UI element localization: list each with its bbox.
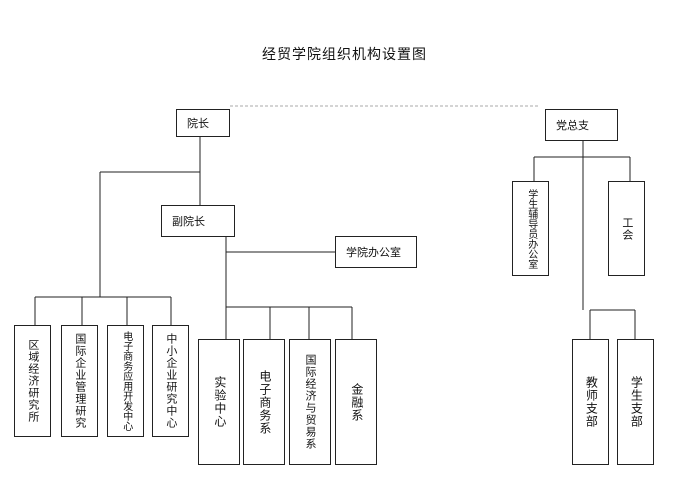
branch-box-teacher: 教师支部 (572, 339, 609, 465)
department-box-2: 电子商务系 (243, 339, 285, 465)
institute-box-1: 区域经济研究所 (14, 325, 51, 437)
college-office-box: 学院办公室 (335, 236, 417, 268)
institute-label: 区域经济研究所 (26, 339, 40, 423)
institute-label: 国际企业管理研究 (73, 333, 87, 429)
union-label: 工会 (620, 216, 634, 241)
party-branch-label: 党总支 (556, 118, 589, 132)
department-box-4: 金融系 (335, 339, 377, 465)
department-label: 电子商务系 (257, 369, 272, 435)
department-label: 金融系 (349, 382, 364, 422)
institute-box-2: 国际企业管理研究 (61, 325, 98, 437)
college-office-label: 学院办公室 (346, 245, 401, 259)
branch-label: 教师支部 (584, 376, 599, 428)
institute-label: 中小企业研究中心 (164, 333, 178, 429)
diagram-title: 经贸学院组织机构设置图 (262, 47, 427, 63)
dean-box: 院长 (176, 109, 230, 137)
department-box-1: 实验中心 (198, 339, 240, 465)
department-label: 国际经济与贸易系 (304, 354, 318, 450)
branch-box-student: 学生支部 (617, 339, 654, 465)
vice-dean-box: 副院长 (161, 205, 235, 237)
counselor-office-box: 学生辅导员办公室 (512, 181, 549, 276)
department-label: 实验中心 (212, 376, 227, 428)
counselor-office-label: 学生辅导员办公室 (525, 188, 537, 269)
institute-box-3: 电子商务应用开发中心 (107, 325, 144, 437)
department-box-3: 国际经济与贸易系 (289, 339, 331, 465)
dean-label: 院长 (187, 116, 209, 130)
party-branch-box: 党总支 (545, 109, 618, 141)
institute-box-4: 中小企业研究中心 (152, 325, 189, 437)
branch-label: 学生支部 (629, 376, 644, 428)
vice-dean-label: 副院长 (172, 214, 205, 228)
institute-label: 电子商务应用开发中心 (120, 331, 132, 431)
union-box: 工会 (608, 181, 645, 276)
